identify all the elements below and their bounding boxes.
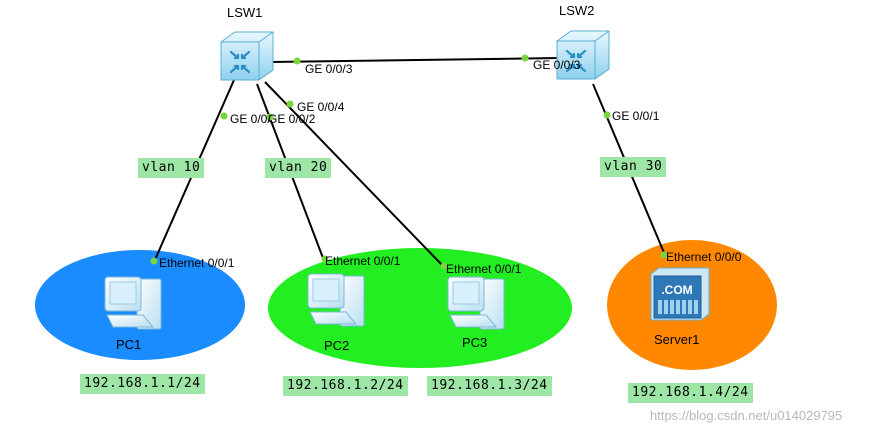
- vlan-tag: vlan 30: [600, 157, 667, 177]
- port-dot: [293, 57, 301, 65]
- port-dot: [150, 257, 158, 265]
- port-label: Ethernet 0/0/0: [666, 250, 742, 264]
- port-label: GE 0/0/3: [533, 58, 581, 72]
- port-dot: [660, 251, 668, 259]
- switch-icon[interactable]: [220, 31, 274, 81]
- port-dot: [321, 255, 329, 263]
- ip-tag: 192.168.1.2/24: [283, 376, 408, 396]
- port-dot: [603, 111, 611, 119]
- port-label: GE 0/0/1: [612, 109, 660, 123]
- port-dot: [440, 262, 448, 270]
- port-label: Ethernet 0/0/1: [159, 256, 235, 270]
- switch-name-lsw2: LSW2: [559, 3, 595, 18]
- ip-tag: 192.168.1.1/24: [80, 374, 205, 394]
- server-icon[interactable]: .COM: [650, 267, 710, 321]
- port-label: GE 0/0/2: [268, 112, 316, 126]
- port-dot: [266, 113, 274, 121]
- link-lsw1-pc3: [264, 81, 445, 268]
- vlan-tag: vlan 20: [265, 158, 332, 178]
- host-name-pc2: PC2: [324, 338, 350, 353]
- port-label: GE 0/0/: [230, 112, 271, 126]
- link-lsw1-lsw2: [269, 57, 561, 63]
- port-label: GE 0/0/4: [297, 100, 345, 114]
- watermark: https://blog.csdn.net/u014029795: [650, 408, 843, 423]
- host-name-server1: Server1: [654, 332, 700, 347]
- ip-tag: 192.168.1.3/24: [427, 376, 552, 396]
- port-dot: [220, 112, 228, 120]
- pc-icon[interactable]: [307, 273, 365, 327]
- ip-tag: 192.168.1.4/24: [628, 383, 753, 403]
- port-dot: [286, 100, 294, 108]
- host-name-pc3: PC3: [462, 335, 488, 350]
- port-label: Ethernet 0/0/1: [325, 254, 401, 268]
- switch-icon[interactable]: [556, 30, 610, 80]
- pc-icon[interactable]: [447, 276, 505, 330]
- switch-name-lsw1: LSW1: [227, 5, 263, 20]
- vlan-tag: vlan 10: [138, 158, 205, 178]
- host-name-pc1: PC1: [116, 337, 142, 352]
- pc-icon[interactable]: [104, 276, 162, 330]
- port-label: GE 0/0/3: [305, 62, 353, 76]
- port-label: Ethernet 0/0/1: [446, 262, 522, 276]
- server-icon-text: .COM: [661, 283, 692, 297]
- port-dot: [521, 54, 529, 62]
